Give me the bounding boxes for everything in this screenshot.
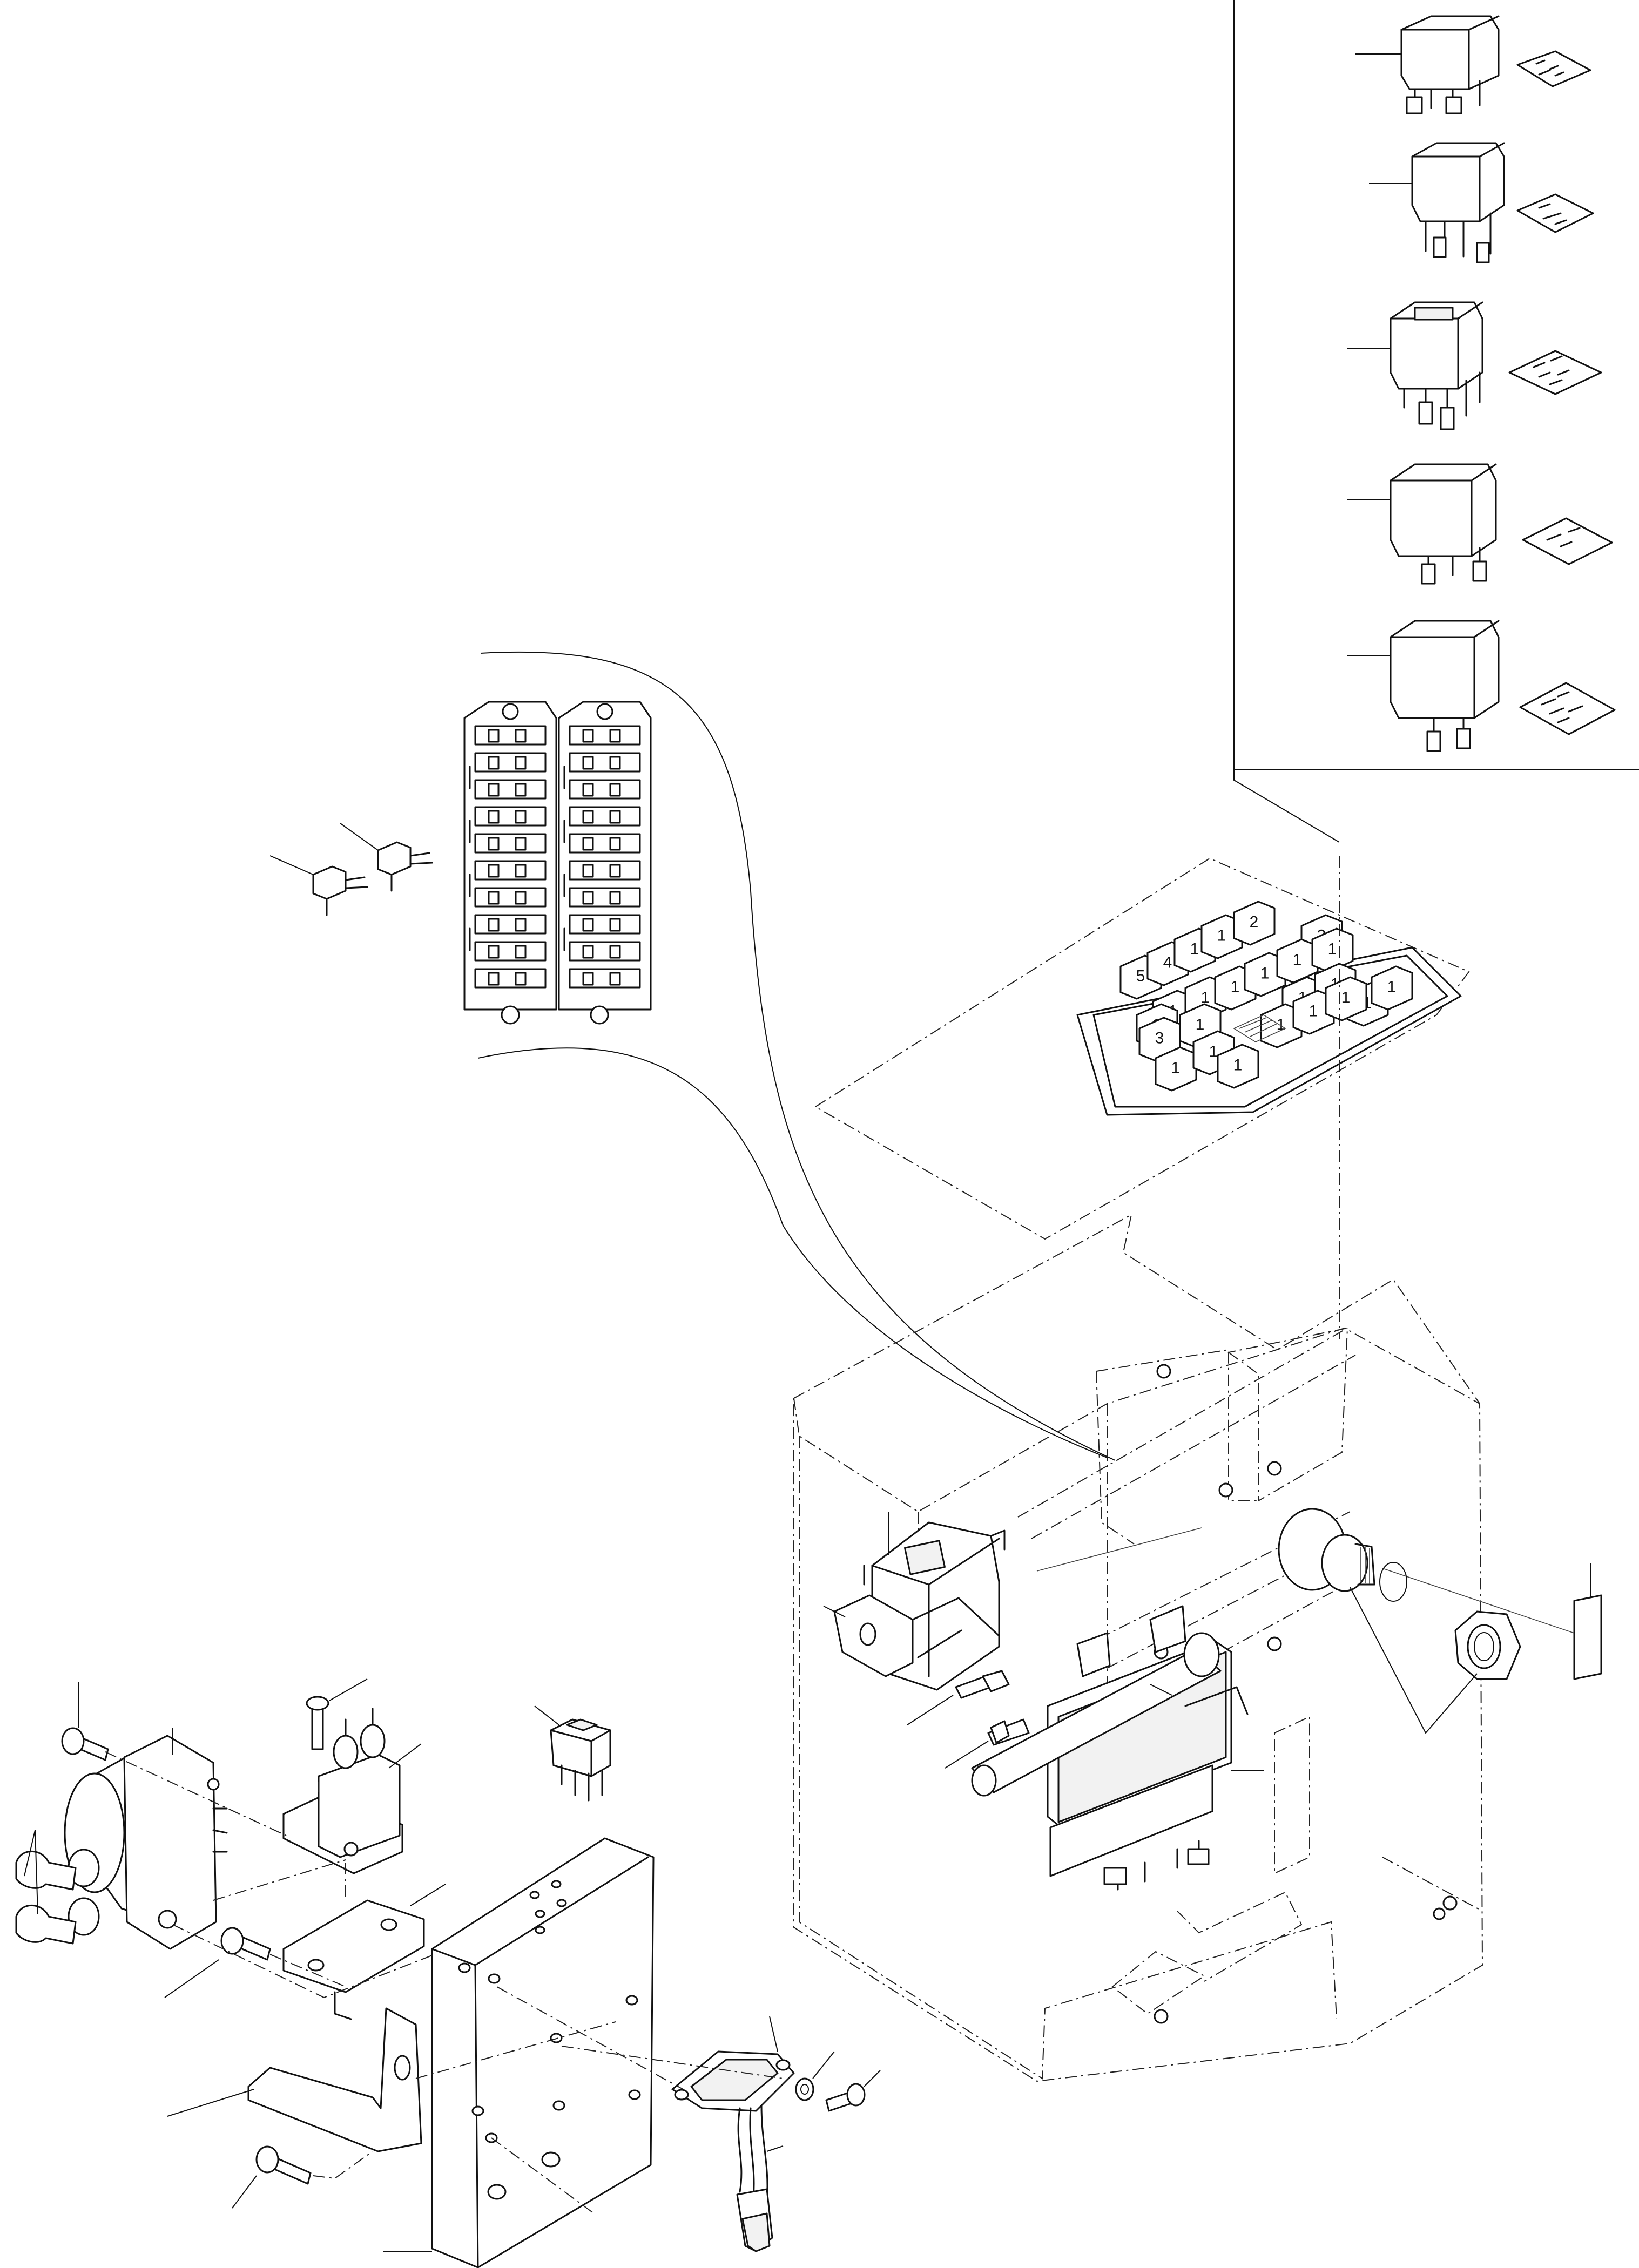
relay-number: 1 (1387, 978, 1397, 996)
hose-elbow-1 (15, 1850, 77, 1891)
relay-board-relays: 5 4 1 1 2 3 1 1 1 1 1 1 1 1 1 1 1 3 1 1 … (1119, 901, 1413, 1092)
relay-number: 1 (1196, 1016, 1205, 1034)
relay-cube: 1 (1292, 990, 1335, 1035)
relay-number: 1 (1328, 940, 1337, 958)
mounting-plate (383, 1837, 655, 2268)
flasher-unit (64, 1728, 228, 1950)
left-alignment-lines (105, 1751, 784, 2214)
cable-harness-tube (971, 1605, 1249, 1797)
hex-nut (1454, 1610, 1521, 1680)
l-bracket (167, 2007, 422, 2152)
rotary-switch-body (1278, 1508, 1375, 1592)
hose-elbow-2 (15, 1904, 77, 1945)
washer-small (795, 2051, 835, 2101)
relay-number: 1 (1209, 1043, 1218, 1061)
leader-switch-nut (1350, 1587, 1478, 1734)
relay-number: 1 (1231, 978, 1240, 996)
bolt-left-mid (164, 1927, 271, 1998)
relay-cube: 1 (1217, 1044, 1259, 1089)
relay-number: 1 (1217, 927, 1226, 945)
relay-type-1 (1355, 15, 1500, 114)
relay-cube: 1 (1311, 927, 1354, 973)
relay-pinout-5 (1519, 682, 1616, 735)
relay-type-4 (1347, 463, 1497, 585)
relay-number: 1 (1309, 1003, 1318, 1020)
relay-number: 4 (1163, 954, 1172, 972)
leader-dash-1 (1036, 1527, 1202, 1572)
relay-number: 1 (1201, 989, 1210, 1007)
relay-mount-screw-2 (945, 1718, 1030, 1769)
relay-number: 1 (1260, 965, 1270, 983)
solenoid-bracket (282, 1884, 446, 2020)
fuse-block-left (463, 701, 557, 1025)
fuse-bridge-jumper-2 (269, 855, 368, 916)
relay-pinout-3 (1508, 350, 1602, 395)
relay-small-left (534, 1705, 611, 1802)
relay-pinout-4 (1522, 517, 1613, 565)
starter-solenoid (282, 1678, 422, 1874)
relay-number: 2 (1250, 913, 1259, 931)
mounted-relay-large (823, 1512, 1006, 1691)
relay-number: 1 (1293, 951, 1302, 969)
relay-number: 1 (1171, 1059, 1181, 1077)
fuse-block-right (558, 701, 652, 1025)
relay-cube: 1 (1371, 965, 1413, 1011)
relay-number: 1 (1190, 940, 1199, 958)
relay-pinout-1 (1516, 50, 1591, 87)
sensor-module (671, 2016, 795, 2252)
relay-type-2 (1369, 142, 1505, 263)
relay-number: 1 (1233, 1057, 1243, 1074)
relay-number: 1 (1341, 989, 1351, 1007)
relay-cube: 1 (1276, 938, 1319, 984)
fuse-bridge-jumper-1 (340, 823, 433, 892)
fuse-routing-curve-upper (480, 651, 1116, 1461)
relay-mount-screw-1 (907, 1670, 1010, 1725)
relay-cube: 1 (1155, 1046, 1197, 1092)
relay-pinout-2 (1516, 193, 1594, 233)
fuse-routing-curve-lower (477, 1047, 1108, 1458)
relay-catalog-frame (1233, 0, 1639, 843)
relay-cube: 2 (1233, 901, 1276, 946)
relay-cube: 1 (1200, 914, 1243, 959)
relay-number: 3 (1155, 1030, 1164, 1047)
relay-type-3 (1347, 301, 1483, 430)
relay-cube: 1 (1244, 952, 1286, 997)
screw-small (825, 2070, 881, 2112)
washer-ring (1379, 1562, 1407, 1602)
leader-hoses (24, 1830, 38, 1914)
relay-type-5 (1347, 620, 1500, 752)
label-sticker (1573, 1563, 1602, 1680)
relay-number: 5 (1136, 967, 1145, 985)
relay-number: 1 (1277, 1016, 1286, 1034)
leader-dash-3 (1382, 1568, 1583, 1636)
relay-cube: 1 (1325, 976, 1367, 1021)
bolt-left-bottom (232, 2145, 312, 2209)
bolt-left-top (61, 1682, 109, 1761)
